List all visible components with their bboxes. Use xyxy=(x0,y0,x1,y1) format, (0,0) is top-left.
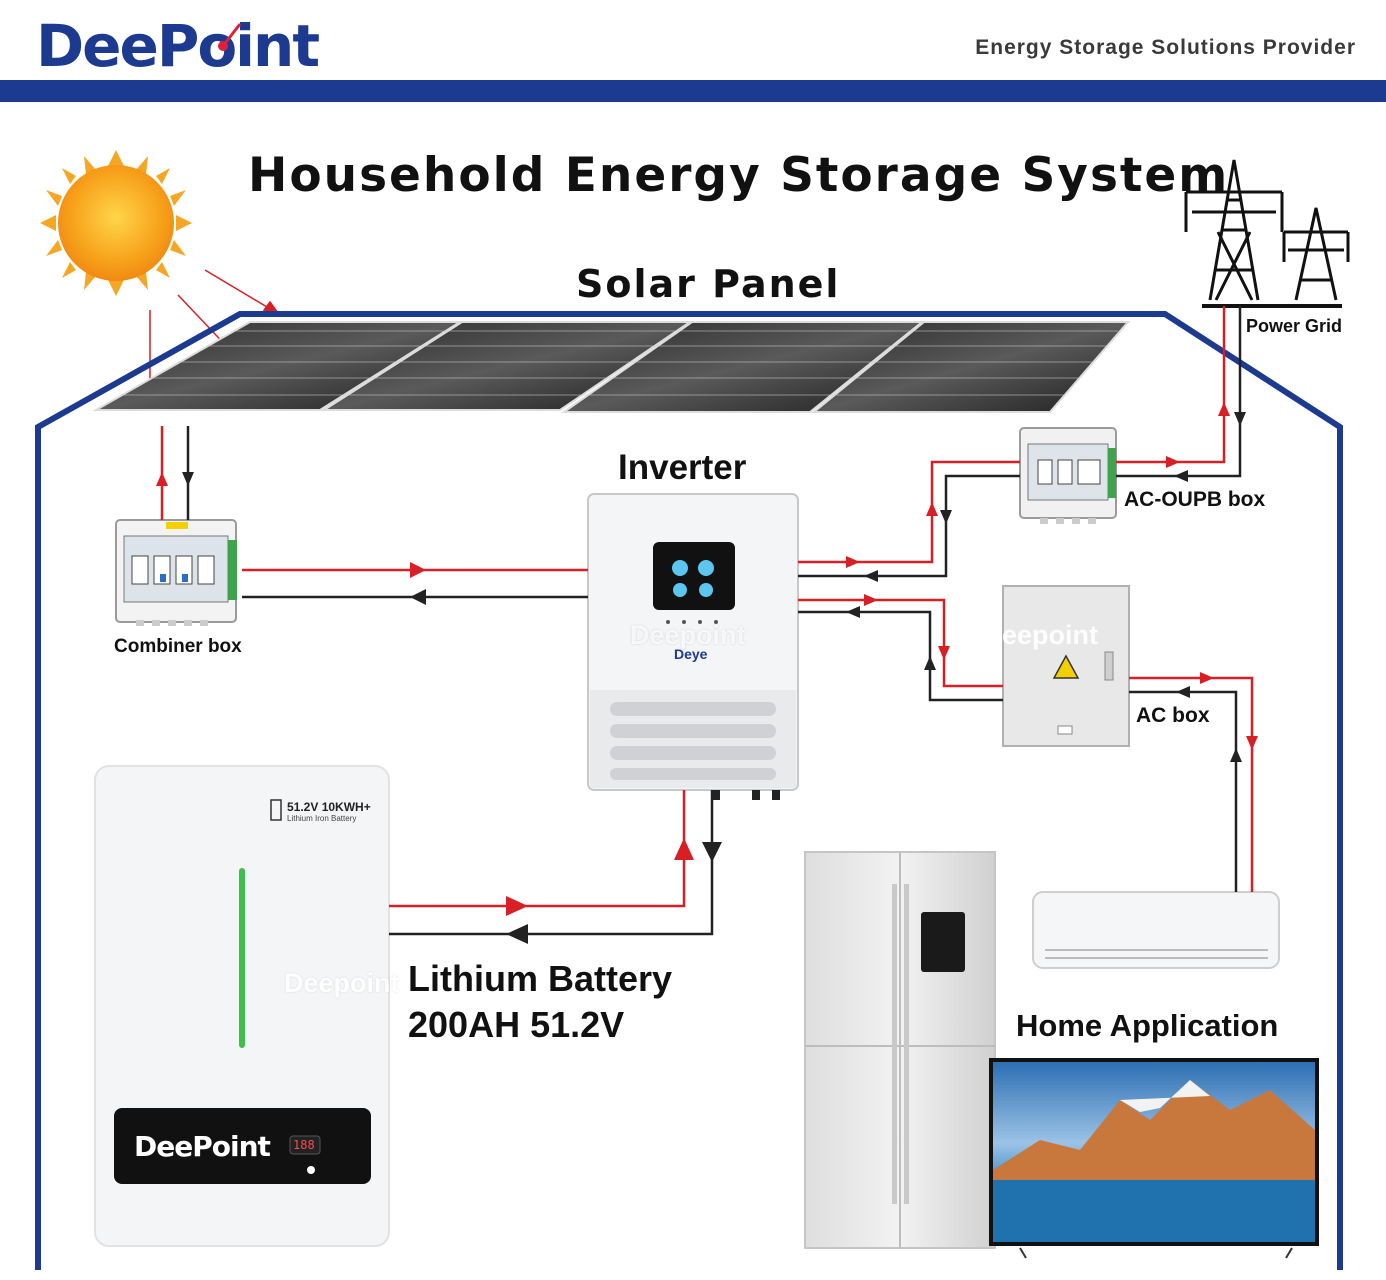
transmission-tower-icon xyxy=(1184,159,1350,308)
combiner-box-icon xyxy=(115,519,237,626)
positive-flow-arrows xyxy=(156,402,1258,916)
battery-spec: 51.2V 10KWH+ xyxy=(287,800,371,814)
battery-label-line1: Lithium Battery xyxy=(408,958,673,999)
inverter-brand: Deye xyxy=(674,646,708,662)
ac-box-watermark: eepoint xyxy=(1002,620,1099,650)
inverter-watermark: Deepoint xyxy=(630,620,746,650)
header-bar xyxy=(0,80,1386,102)
battery-watermark: Deepoint xyxy=(284,968,400,998)
home-application-label: Home Application xyxy=(1016,1008,1279,1043)
air-conditioner-icon xyxy=(1032,891,1280,969)
negative-flow-arrows xyxy=(182,412,1246,944)
battery-display: 188 xyxy=(293,1138,315,1152)
ac-box-label: AC box xyxy=(1136,704,1210,727)
refrigerator-icon xyxy=(804,851,996,1249)
television-icon xyxy=(989,1058,1319,1259)
sun-icon xyxy=(40,150,192,296)
inverter-icon xyxy=(587,493,799,800)
tagline: Energy Storage Solutions Provider xyxy=(975,36,1356,59)
battery-label-line2: 200AH 51.2V xyxy=(408,1004,625,1045)
ac-box-icon xyxy=(1002,585,1130,747)
combiner-box-label: Combiner box xyxy=(114,636,242,657)
brand-logo: DeePoint xyxy=(36,12,320,80)
house-outline xyxy=(35,311,1343,1270)
battery-spec-sub: Lithium Iron Battery xyxy=(287,814,357,823)
ac-oupb-box-icon xyxy=(1019,427,1117,524)
diagram-title: Household Energy Storage System xyxy=(248,148,1230,203)
solar-panel-label: Solar Panel xyxy=(576,262,841,306)
battery-icon xyxy=(94,765,390,1247)
logo-target-icon xyxy=(218,23,242,51)
solar-panel-icon xyxy=(92,321,1131,413)
power-grid-label: Power Grid xyxy=(1246,316,1343,336)
ac-oupb-box-label: AC-OUPB box xyxy=(1124,488,1266,511)
inverter-label: Inverter xyxy=(618,448,747,487)
battery-logo: DeePoint xyxy=(134,1130,271,1163)
